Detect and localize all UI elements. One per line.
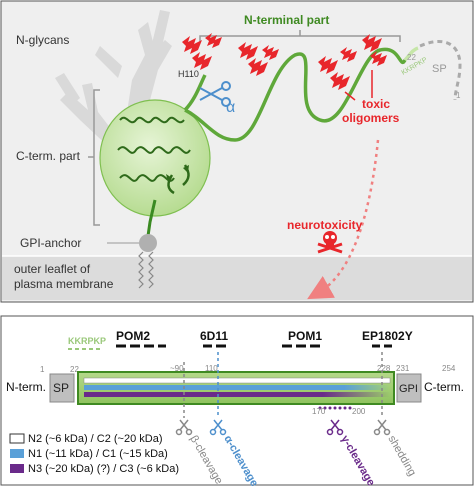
residue-200: 200 [352, 407, 366, 416]
c-term-part-label: C-term. part [16, 149, 81, 163]
residue-110: 110 [205, 364, 218, 373]
residue-22: 22 [70, 365, 79, 374]
n-term-label: N-term. [6, 380, 46, 394]
c-term-label: C-term. [424, 380, 464, 394]
n-terminal-chain [184, 47, 407, 142]
legend-swatch-n2 [9, 433, 25, 444]
alpha-scissors-icon [199, 81, 231, 107]
plasma-membrane-label: plasma membrane [14, 277, 114, 291]
gpi-anchor-label: GPI-anchor [20, 236, 81, 250]
n-terminal-bracket [199, 30, 401, 42]
neurotoxicity-label: neurotoxicity [287, 218, 363, 232]
oligomers-label: oligomers [342, 111, 400, 125]
gpi-lipid-tails [138, 251, 154, 289]
legend: N2 (~6 kDa) / C2 (~20 kDa) N1 (~11 kDa) … [9, 433, 179, 475]
n-glycans-label: N-glycans [16, 33, 69, 47]
antibody-pom1: POM1 [288, 329, 322, 343]
h110-label: H110 [178, 69, 199, 79]
gamma-region-dots [318, 406, 352, 410]
residue-254: 254 [442, 364, 456, 373]
outer-leaflet-label: outer leaflet of [14, 262, 91, 276]
n1-strip [84, 385, 390, 390]
residue-90: ~90 [170, 364, 184, 373]
toxic-bolts [182, 33, 387, 90]
top-panel: N-terminal part N-glycans C-term. part G… [0, 0, 474, 303]
signal-peptide-chain [419, 40, 462, 101]
antibody-ep1802y: EP1802Y [362, 329, 413, 343]
membrane-band [2, 256, 472, 300]
residue-231: 231 [396, 364, 410, 373]
toxic-label: toxic [362, 97, 390, 111]
alpha-label: α [226, 99, 235, 116]
res1-label: 1 [456, 91, 461, 100]
legend-swatch-n3 [10, 464, 24, 473]
neurotoxicity-arrow [307, 139, 380, 300]
residue-170: 170 [312, 407, 326, 416]
legend-swatch-n1 [10, 449, 24, 458]
gamma-scissors-icon [326, 419, 344, 436]
beta-scissors-icon [175, 419, 193, 436]
gpi-box-label: GPI [399, 383, 418, 395]
n-terminal-part-label: N-terminal part [244, 13, 329, 27]
beta-strands [166, 165, 189, 182]
helices [117, 116, 191, 237]
legend-label-n1: N1 (~11 kDa) / C1 (~15 kDa) [28, 448, 168, 460]
sp-label: SP [432, 63, 447, 75]
antibody-6d11: 6D11 [200, 329, 228, 343]
c-term-bracket [88, 89, 100, 226]
res22-label: 22 [407, 53, 416, 62]
alpha-scissors-bottom-icon [209, 419, 227, 436]
shedding-scissors-icon [373, 419, 391, 436]
skull-icon [317, 231, 343, 254]
sp-box [49, 373, 75, 403]
legend-label-n2: N2 (~6 kDa) / C2 (~20 kDa) [28, 433, 163, 445]
glycan-trees [55, 10, 172, 150]
gpi-box [396, 373, 422, 403]
kkrpkp-label: KKRPKP [68, 336, 106, 346]
n3-strip [84, 392, 390, 397]
sp-box-label: SP [53, 381, 69, 395]
bottom-panel: POM2 6D11 POM1 EP1802Y KKRPKP 1 22 ~90 1… [0, 315, 474, 489]
n2-strip [83, 377, 391, 384]
antibody-pom2: POM2 [116, 329, 150, 343]
gpi-anchor-head [139, 234, 157, 252]
legend-label-n3: N3 (~20 kDa) (?) / C3 (~6 kDa) [28, 463, 179, 475]
globular-domain [99, 99, 211, 217]
residue-228: 228 [377, 364, 391, 373]
residue-1: 1 [40, 365, 45, 374]
